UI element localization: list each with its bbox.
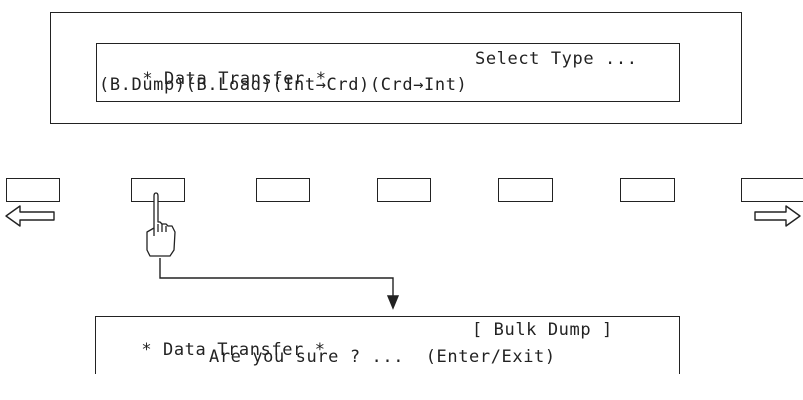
top-lcd-line-1: * Data Transfer * Select Type ... bbox=[97, 49, 679, 129]
bottom-lcd-mode: [ Bulk Dump ] bbox=[472, 320, 613, 340]
pressing-hand-icon bbox=[146, 192, 176, 257]
top-lcd-prompt: Select Type ... bbox=[475, 49, 638, 69]
top-display-bezel bbox=[50, 12, 742, 124]
bottom-lcd-line-1: * Data Transfer * [ Bulk Dump ] bbox=[96, 320, 679, 400]
flow-arrow-icon bbox=[159, 258, 400, 310]
softkey-5[interactable] bbox=[498, 178, 553, 202]
softkey-6[interactable] bbox=[620, 178, 675, 202]
softkey-4[interactable] bbox=[377, 178, 431, 202]
top-lcd-title: * Data Transfer * bbox=[142, 69, 327, 89]
bottom-lcd-screen: * Data Transfer * [ Bulk Dump ] Are you … bbox=[95, 316, 680, 374]
bottom-lcd-title: * Data Transfer * bbox=[141, 340, 326, 360]
diagram-graphics bbox=[5, 192, 801, 310]
bottom-lcd-confirm-line: Are you sure ? ... (Enter/Exit) bbox=[209, 347, 556, 367]
top-lcd-menu-line: (B.Dump)(B.Load)(Int→Crd)(Crd→Int) bbox=[99, 75, 468, 95]
top-lcd-screen: * Data Transfer * Select Type ... (B.Dum… bbox=[96, 43, 680, 102]
softkey-1[interactable] bbox=[6, 178, 60, 202]
softkey-7[interactable] bbox=[741, 178, 803, 202]
page-right-arrow-icon bbox=[754, 205, 801, 227]
page-left-arrow-icon bbox=[5, 205, 55, 227]
softkey-3[interactable] bbox=[256, 178, 310, 202]
